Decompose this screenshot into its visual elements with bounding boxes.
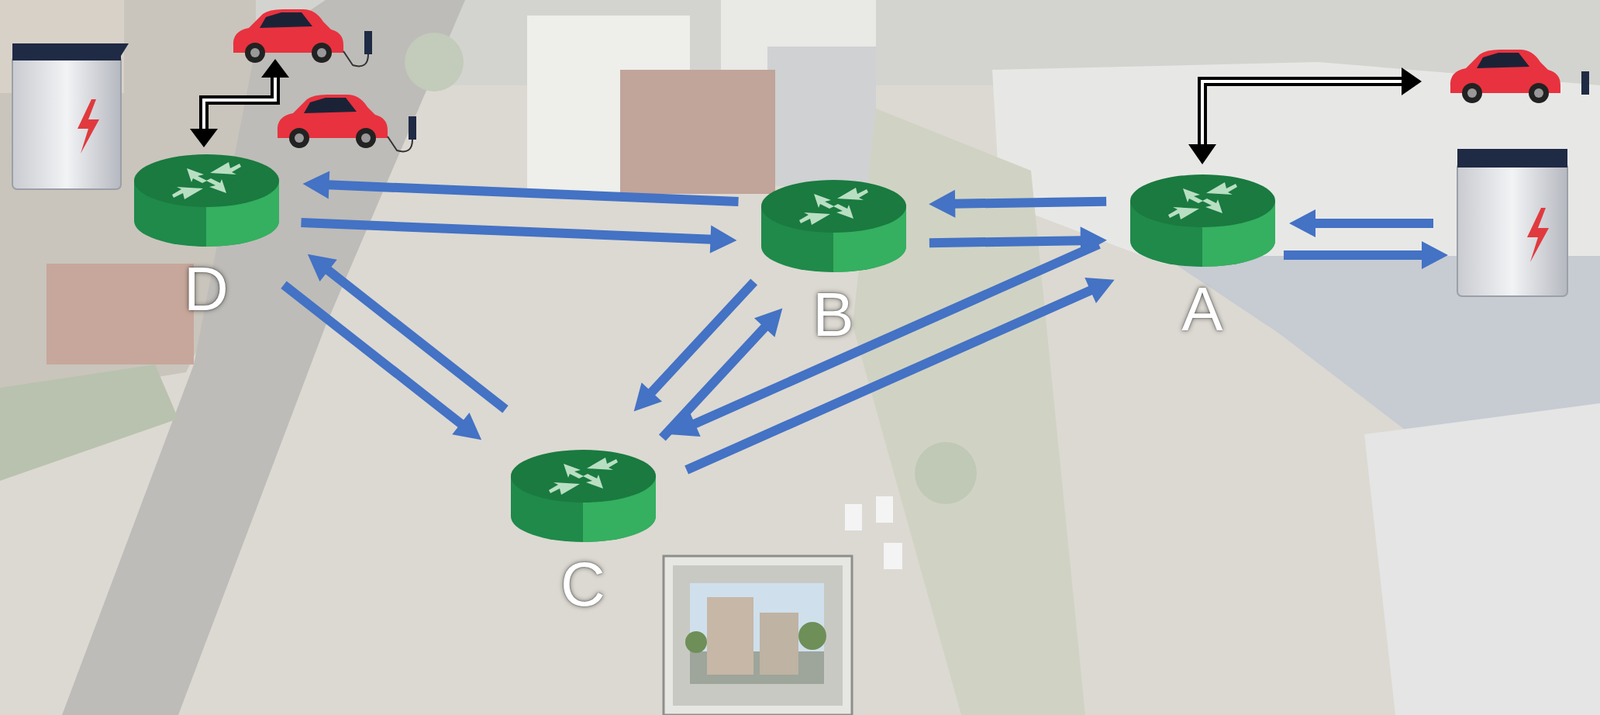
link-arrow [928,189,1107,218]
electric-car [277,94,417,152]
control-arrow [189,58,1422,165]
router-label: C [478,553,689,616]
electric-car [1450,49,1590,104]
router-label: A [1097,278,1308,341]
link-arrow [634,281,755,411]
router-icon [132,151,281,249]
charger-icon [12,43,129,190]
router-icon [759,176,908,274]
link-arrow [303,170,739,202]
framed-picture [663,555,852,715]
router-node: D [132,151,281,249]
electric-car [233,9,373,66]
router-label: B [728,283,939,346]
router-icon [509,446,658,544]
link-arrow [670,244,1099,437]
link-arrow [1283,209,1449,269]
link-arrow [300,222,737,254]
link-arrow [686,277,1115,470]
charger-icon [1457,148,1568,297]
link-arrow [662,308,783,438]
router-icon [1128,171,1277,269]
link-arrow [307,254,506,410]
router-node: A [1128,171,1277,269]
router-node: C [509,446,658,544]
router-label: D [101,258,312,321]
router-node: B [759,176,908,274]
